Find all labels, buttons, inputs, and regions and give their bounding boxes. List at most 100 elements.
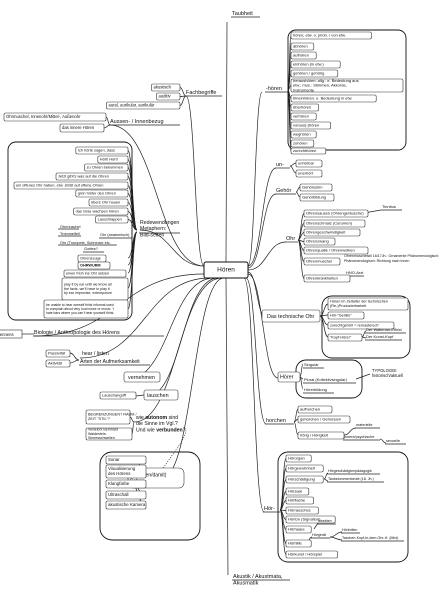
ohr-item-6: Ohrenkrankheiten: [306, 276, 338, 281]
connector-technisch-item-0: [319, 303, 329, 317]
connector-hoergeraet-2: [329, 536, 343, 541]
redewendung-8: Lauschlappen: [98, 217, 122, 222]
gehoer-item-0-frame: [299, 183, 333, 192]
connector-hoer-prefix: [243, 277, 265, 513]
aussen-item-1-frame: [59, 123, 105, 133]
hoeren-word-0: hören, etw. o. jmdn. / von etw.: [293, 33, 346, 38]
horchen-item-0: aufhorchen: [300, 407, 320, 412]
connector-gehoer-0: [295, 186, 301, 193]
hoer-item-0: Hörorgan: [288, 456, 305, 461]
hoer-item-2-frame: [285, 475, 324, 484]
erkennens-frame: [0, 329, 23, 339]
redewendung-7: das Gras wachsen hören: [76, 209, 119, 214]
branch-fachbegriffe: Fachbegriffe: [186, 90, 216, 96]
connector-hs-note-1: [323, 478, 329, 482]
branch-horchen: horchen: [266, 418, 286, 424]
hoeren-word-1: abhören: [293, 44, 308, 49]
ohr-extra-2: einen Floh ins Ohr setzen: [66, 271, 109, 275]
connector-insekten: [313, 522, 319, 530]
connector-hear-1: [69, 359, 80, 364]
center-node-hoeren: Hören: [217, 267, 235, 274]
ohrenmuschel-note-1: Phänomenologisch: Richtung nach innen: [344, 259, 409, 263]
horchen-extra-1: innere/psychische: [344, 435, 374, 439]
connector-hoerer-item-2: [299, 376, 304, 390]
hoeren-word-1-frame: [290, 42, 315, 51]
hoergeraet-2: Taschen-Kopf-In-dem-Ohr-H. (Mini): [342, 536, 398, 540]
fachbegriff-2-frame: [106, 101, 181, 110]
hoer-item-3: Hörsaal: [288, 489, 302, 494]
vernehmen-frame: [123, 371, 161, 383]
redewendung-2: zu Ohren bekommen: [87, 165, 123, 170]
branch-taubheit: Taubheit: [232, 11, 253, 17]
technisch-group: [321, 295, 411, 359]
ohr-extra-4-frame: [43, 299, 129, 319]
ohr-item-5-frame: [303, 257, 341, 266]
ohr-item-1: Ohrenschmalz (Cerumen): [306, 221, 353, 226]
hoeren-word-6: hineinhören: e. Bedeutung in etw.: [293, 96, 352, 101]
branch-hoerer-frame: [277, 371, 301, 383]
branch-ohr-anatomisch: Ohr (anatomisch): [100, 233, 130, 237]
technisch-frame: [261, 309, 321, 323]
branch-vernehmen: vernehmen: [128, 375, 155, 381]
hoer-item-3-frame: [285, 487, 310, 496]
fachbegriff-2: aural, aurikular, aurikulär: [109, 103, 155, 108]
group-frames: [7, 29, 411, 563]
hoer-item-8-frame: [285, 539, 312, 548]
technisch-item-1-frame: [327, 311, 365, 320]
hoer-item-2: Hörschädigung: [288, 477, 315, 482]
hoer-item-7-frame: [285, 525, 312, 534]
hoer-item-8: Hörhilfe: [288, 541, 303, 546]
hoeren-word-12: zurechthören: [293, 148, 316, 153]
sehen-item-3: Ultraschall: [108, 492, 129, 497]
technisch-item-3: "Kopf-Hörer": [330, 335, 352, 339]
hoer-item-9: Hörkunst / Hörspiel: [288, 552, 322, 557]
connector-sehen: [161, 277, 225, 479]
walkman-1: Der Kunst-Kopf: [366, 334, 394, 339]
connector-technisch-item-3: [319, 315, 329, 338]
connector-baldefeld: [131, 421, 135, 435]
branch-hear-listen-sub: Arten der Aufmerksamkeit: [80, 359, 140, 365]
hoeren-word-11: zuhören: [293, 141, 307, 146]
technisch-item-2-frame: [327, 321, 395, 330]
redewendung-2-frame: [84, 163, 129, 172]
hear-item-0-frame: [45, 349, 71, 358]
connector-aussen-innen: [109, 124, 205, 267]
hoer-item-7: Hörhaare: [288, 527, 305, 532]
connector-fachbegriffe: [185, 95, 205, 267]
hoeren-word-10-frame: [290, 130, 317, 139]
connector-horchen: [245, 277, 267, 425]
ohr-extra-2-frame: [63, 269, 127, 278]
connector-hoer-item-9: [279, 509, 287, 555]
hoergeraet-1: Hörbrillen: [342, 528, 357, 532]
hoeren-word-6-frame: [290, 94, 377, 103]
ohr-item-3-frame: [303, 237, 336, 246]
hoergeraet-0: Hörgerät: [312, 533, 326, 537]
horchen-item-2-frame: [297, 431, 345, 440]
hoeren-word-10: weghören: [293, 132, 311, 137]
branch-akustik: Akustik / Akustmata,Akusmatik: [233, 574, 283, 586]
hoer-item-5: Hörrausches: [288, 508, 311, 513]
hoer-item-5-frame: [285, 506, 319, 515]
un-item-1-frame: [295, 169, 323, 178]
redewendung-4-frame: [13, 181, 129, 190]
branch-biologie: Biologie / Anthropologie des Hörens: [34, 330, 120, 336]
branch-hear-listen-title: hear / listen: [82, 351, 109, 357]
hoeren-word-8-frame: [290, 112, 317, 121]
ohr-extra-1-frame: [77, 261, 111, 270]
aussen-item-1: das innere Hören: [62, 125, 95, 130]
connector-gehoer-1: [295, 191, 301, 198]
sehen-item-4: akustische Kamera: [108, 502, 146, 507]
hoeren-word-8: verhören: [293, 114, 309, 119]
connectors: [22, 16, 406, 581]
gehoer-item-1-frame: [299, 193, 335, 202]
horchen-item-1-frame: [297, 415, 351, 424]
branch-insekten: Insekten: [318, 519, 332, 523]
branch-hno: HNO-Arzt: [346, 270, 364, 275]
hoerer-item-2: Hörerbildung: [304, 387, 327, 392]
hoerer-item-0: Singular: [304, 362, 319, 367]
dotted-link-sehen: [161, 429, 187, 471]
connector-autonom: [133, 277, 223, 423]
hoeren-word-4: gehören / gehörig: [293, 71, 324, 76]
